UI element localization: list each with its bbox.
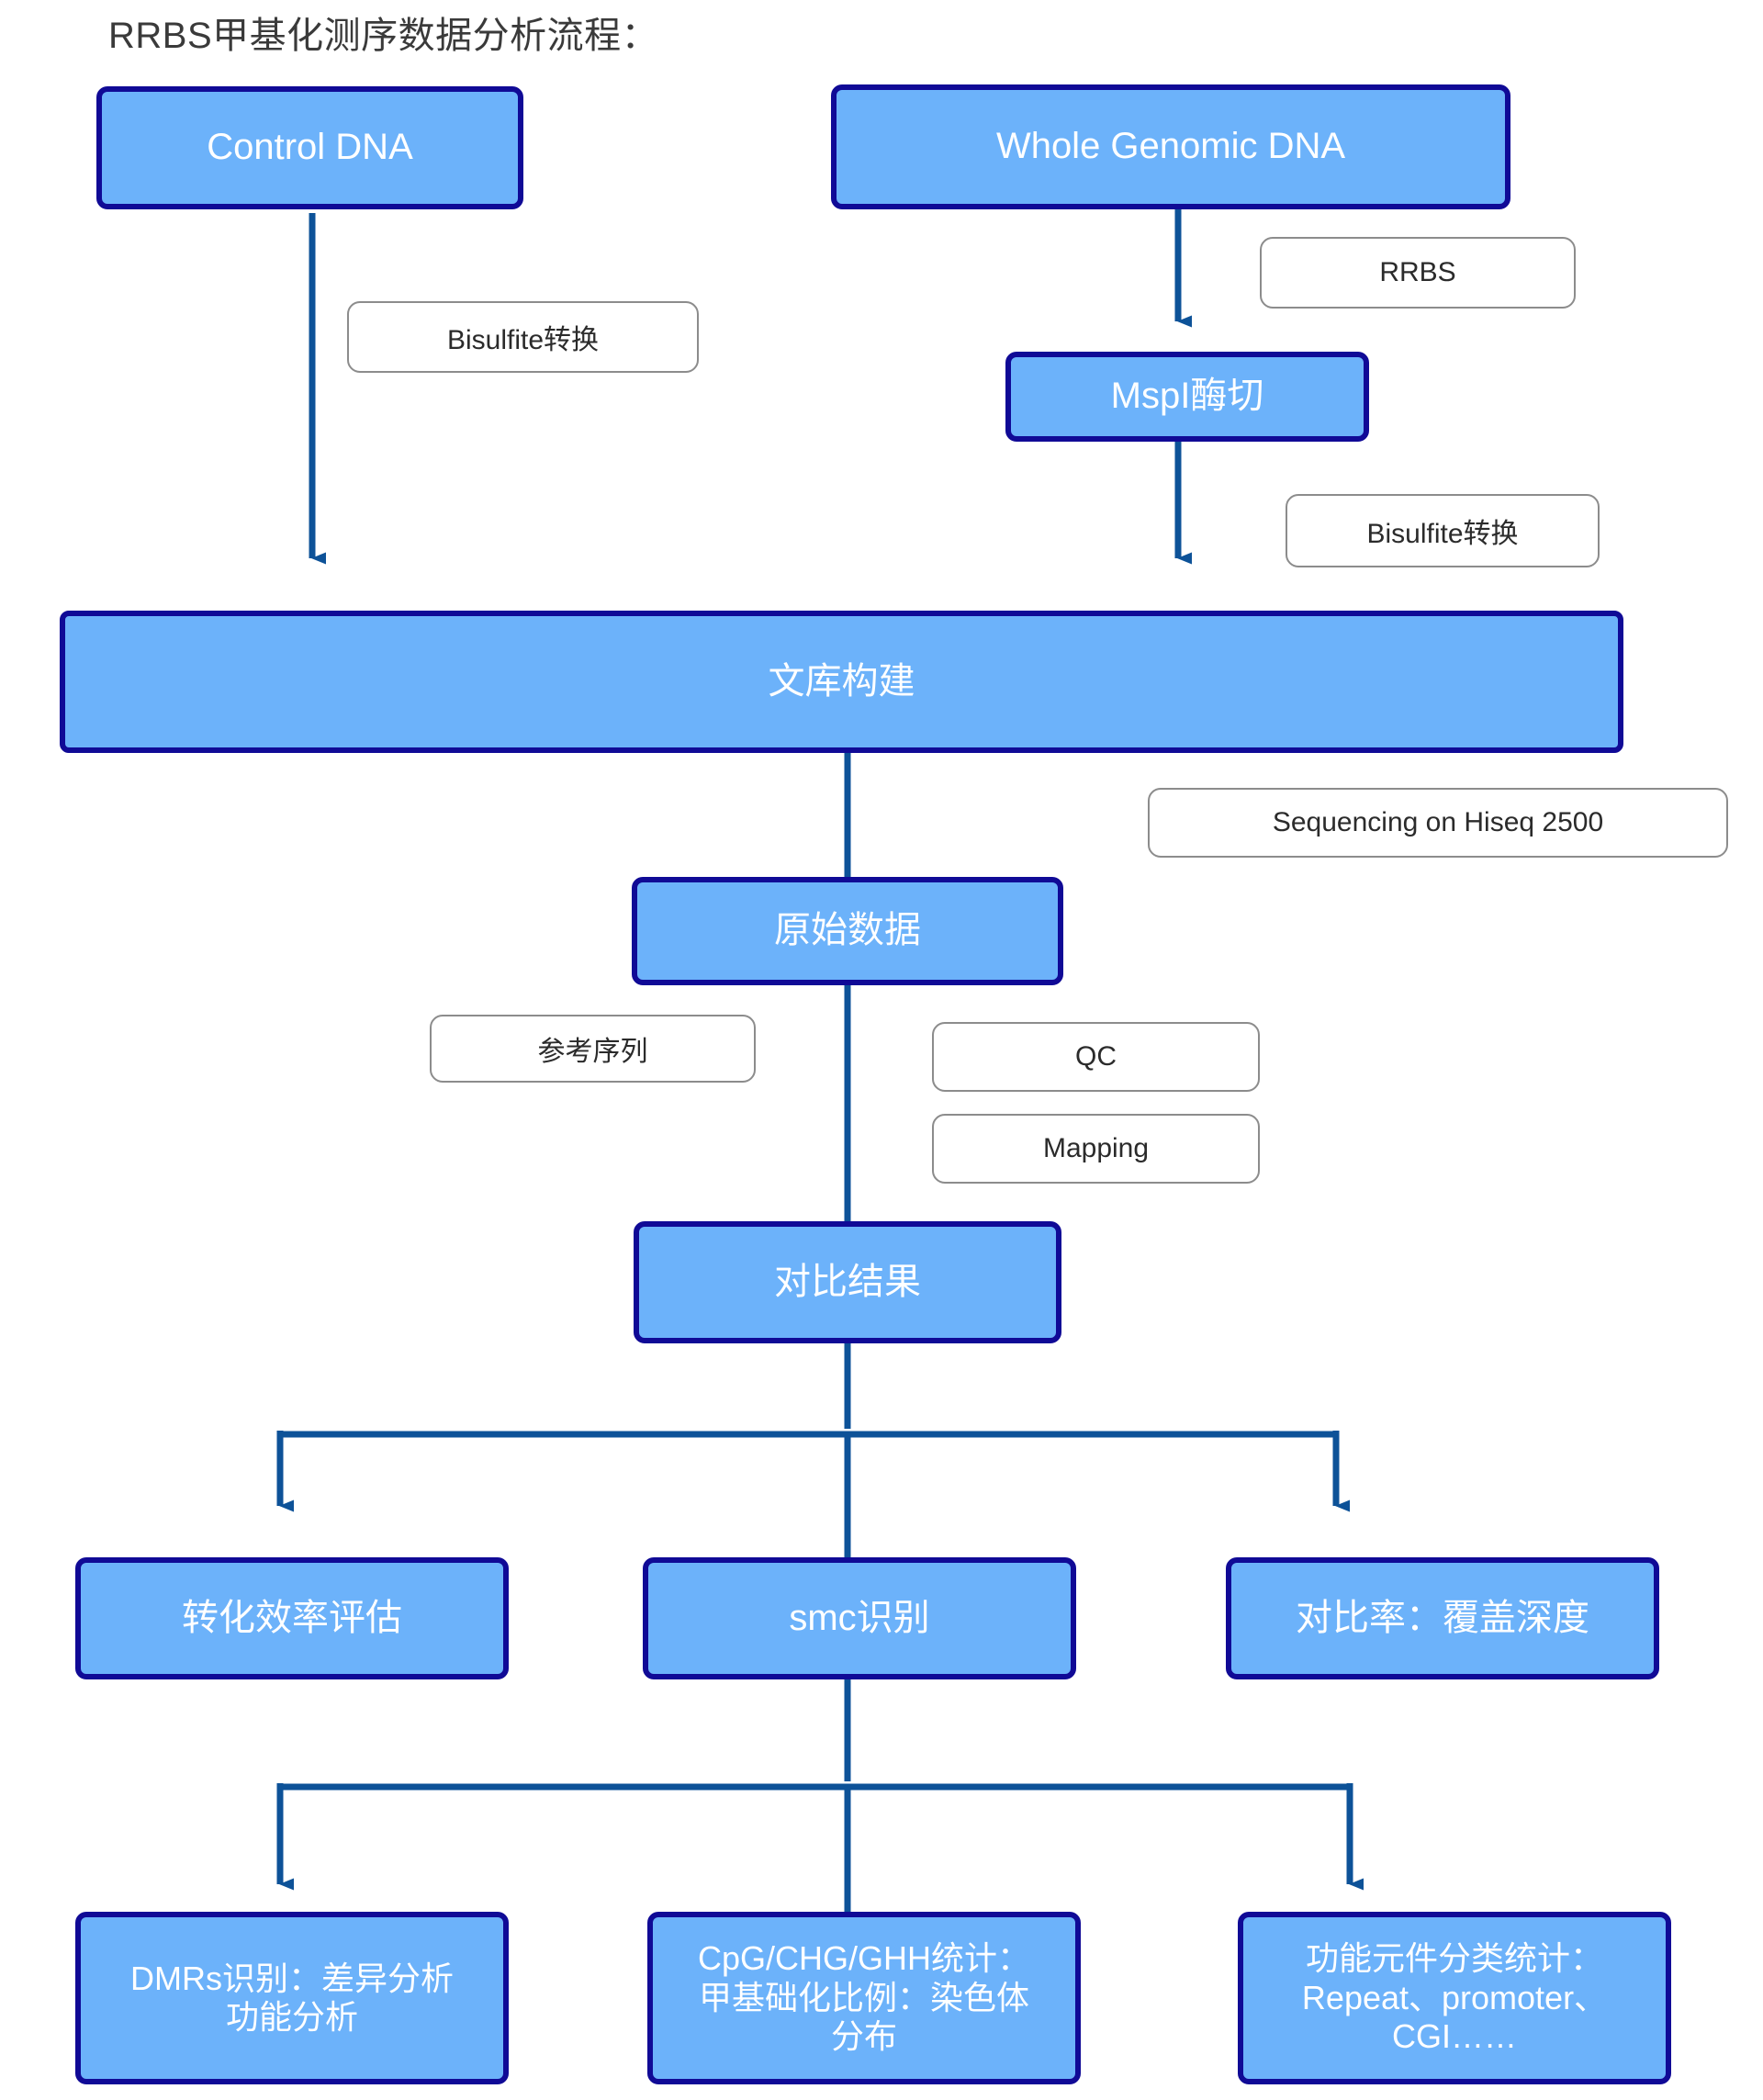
node-dmrs-identification[interactable]: DMRs识别：差异分析 功能分析 <box>75 1912 509 2084</box>
func-line-3: CGI…… <box>1391 2017 1517 2056</box>
tag-reference-sequence[interactable]: 参考序列 <box>430 1015 756 1083</box>
tag-rrbs[interactable]: RRBS <box>1260 237 1576 309</box>
node-control-dna[interactable]: Control DNA <box>96 86 523 209</box>
cpg-line-2: 甲基础化比例：染色体 <box>698 1978 1029 2016</box>
tag-bisulfite-right[interactable]: Bisulfite转换 <box>1286 494 1600 567</box>
tag-bisulfite-left[interactable]: Bisulfite转换 <box>347 301 699 373</box>
func-line-2: Repeat、promoter、 <box>1301 1978 1608 2016</box>
tag-mapping[interactable]: Mapping <box>932 1114 1260 1184</box>
node-functional-element-statistics[interactable]: 功能元件分类统计： Repeat、promoter、 CGI…… <box>1238 1912 1671 2084</box>
node-raw-data[interactable]: 原始数据 <box>632 877 1063 985</box>
node-mspi-digestion[interactable]: MspI酶切 <box>1005 352 1369 442</box>
node-whole-genomic-dna[interactable]: Whole Genomic DNA <box>831 84 1510 209</box>
node-cpg-statistics[interactable]: CpG/CHG/GHH统计： 甲基础化比例：染色体 分布 <box>647 1912 1081 2084</box>
node-smc-identification[interactable]: smc识别 <box>643 1557 1076 1679</box>
tag-sequencing-hiseq[interactable]: Sequencing on Hiseq 2500 <box>1148 788 1728 858</box>
node-alignment-result[interactable]: 对比结果 <box>634 1221 1061 1343</box>
cpg-line-3: 分布 <box>830 2017 897 2056</box>
tag-qc[interactable]: QC <box>932 1022 1260 1092</box>
dmrs-line-2: 功能分析 <box>225 1998 358 2036</box>
node-library-construction[interactable]: 文库构建 <box>60 611 1623 753</box>
page-title: RRBS甲基化测序数据分析流程： <box>108 16 659 56</box>
cpg-line-1: CpG/CHG/GHH统计： <box>697 1939 1031 1978</box>
dmrs-line-1: DMRs识别：差异分析 <box>130 1959 454 1997</box>
func-line-1: 功能元件分类统计： <box>1305 1939 1603 1978</box>
node-alignment-rate-coverage[interactable]: 对比率：覆盖深度 <box>1226 1557 1659 1679</box>
node-conversion-efficiency[interactable]: 转化效率评估 <box>75 1557 509 1679</box>
